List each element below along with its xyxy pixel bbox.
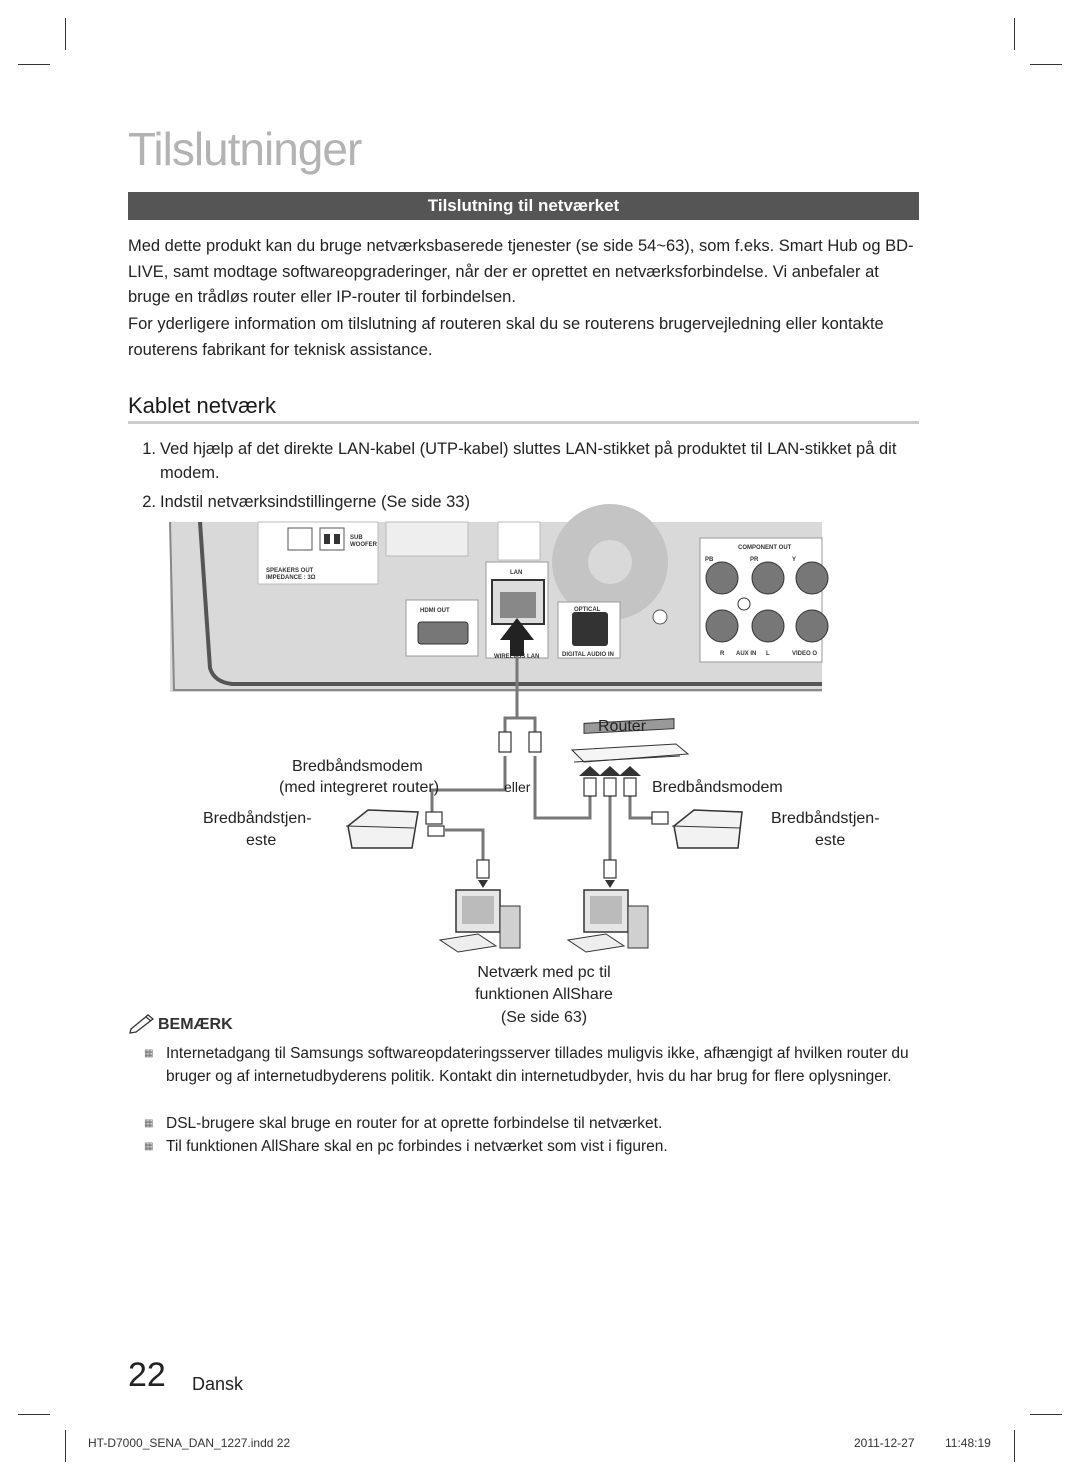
crop-mark bbox=[18, 1414, 50, 1415]
bullet-icon: ▦ bbox=[144, 1118, 154, 1129]
modem-right bbox=[671, 809, 743, 849]
cable-arrows bbox=[478, 766, 641, 888]
panel-label-l: L bbox=[766, 651, 770, 657]
broadband-label-right: este bbox=[815, 832, 846, 849]
panel-label-sub: SUB bbox=[350, 535, 363, 541]
crop-mark bbox=[65, 18, 66, 50]
panel-label-digital-audio-in: DIGITAL AUDIO IN bbox=[562, 652, 614, 658]
panel-label-r: R bbox=[720, 651, 725, 657]
pc-left bbox=[438, 889, 521, 953]
step-text: Ved hjælp af det direkte LAN-kabel (UTP-… bbox=[160, 440, 897, 482]
or-label: eller bbox=[504, 779, 531, 795]
crop-mark bbox=[18, 64, 50, 65]
pencil-icon bbox=[129, 1014, 155, 1034]
broadband-label-left: Bredbåndstjen- bbox=[203, 810, 312, 827]
step-text: Indstil netværksindstillingerne (Se side… bbox=[160, 493, 470, 511]
note-text: Til funktionen AllShare skal en pc forbi… bbox=[166, 1138, 668, 1155]
page-title: Tilslutninger bbox=[128, 123, 362, 175]
step-number: 2. bbox=[142, 493, 156, 511]
modem-left bbox=[345, 809, 419, 849]
panel-label-speakers-out: SPEAKERS OUT bbox=[266, 568, 314, 574]
page-number: 22 bbox=[128, 1356, 166, 1394]
crop-mark bbox=[1014, 1430, 1015, 1462]
note-text: DSL-brugere skal bruge en router for at … bbox=[166, 1115, 663, 1132]
broadband-label-right: Bredbåndstjen- bbox=[771, 810, 880, 827]
footer-time: 11:48:19 bbox=[945, 1436, 991, 1450]
note-item: ▦ DSL-brugere skal bruge en router for a… bbox=[144, 1112, 920, 1135]
section-title: Tilslutning til netværket bbox=[128, 192, 919, 220]
panel-label-pb: PB bbox=[705, 557, 714, 563]
panel-label-pr: PR bbox=[750, 557, 759, 563]
note-text: Internetadgang til Samsungs softwareopda… bbox=[166, 1045, 909, 1085]
modem-router-label: (med integreret router) bbox=[279, 779, 440, 796]
panel-label-lan: LAN bbox=[510, 570, 522, 576]
pc-caption: funktionen AllShare bbox=[475, 986, 613, 1003]
step-number: 1. bbox=[142, 440, 156, 458]
panel-label-woofer: WOOFER bbox=[350, 542, 378, 548]
crop-mark bbox=[65, 1430, 66, 1462]
crop-mark bbox=[1030, 1414, 1062, 1415]
pc-caption: Netværk med pc til bbox=[477, 964, 611, 981]
note-label: BEMÆRK bbox=[158, 1016, 233, 1033]
panel-label-hdmi-out: HDMI OUT bbox=[420, 608, 450, 614]
step-item: 2. Indstil netværksindstillingerne (Se s… bbox=[128, 490, 920, 514]
panel-label-y: Y bbox=[792, 557, 796, 563]
subsection-title: Kablet netværk bbox=[128, 393, 276, 418]
network-cables bbox=[430, 656, 658, 860]
cable-connectors bbox=[425, 731, 669, 879]
crop-mark bbox=[1030, 64, 1062, 65]
panel-label-video-out: VIDEO O bbox=[792, 651, 817, 657]
page-language: Dansk bbox=[192, 1374, 244, 1394]
bullet-icon: ▦ bbox=[144, 1141, 154, 1152]
modem-label: Bredbåndsmodem bbox=[652, 779, 783, 796]
router-device bbox=[570, 718, 690, 763]
footer-filename: HT-D7000_SENA_DAN_1227.indd 22 bbox=[88, 1436, 291, 1450]
device-back-panel bbox=[169, 504, 829, 692]
intro-paragraph: For yderligere information om tilslutnin… bbox=[128, 315, 884, 359]
note-item: ▦ Internetadgang til Samsungs softwareop… bbox=[144, 1042, 920, 1111]
pc-right bbox=[566, 889, 649, 953]
note-item: ▦ Til funktionen AllShare skal en pc for… bbox=[144, 1135, 920, 1158]
crop-mark bbox=[1014, 18, 1015, 50]
step-item: 1. Ved hjælp af det direkte LAN-kabel (U… bbox=[128, 437, 920, 485]
intro-paragraph: Med dette produkt kan du bruge netværksb… bbox=[128, 237, 914, 306]
bullet-icon: ▦ bbox=[144, 1048, 154, 1059]
subsection-rule bbox=[128, 421, 919, 424]
pc-caption: (Se side 63) bbox=[500, 1009, 588, 1026]
modem-router-label: Bredbåndsmodem bbox=[292, 758, 423, 775]
panel-label-optical: OPTICAL bbox=[574, 607, 601, 613]
router-label: Router bbox=[598, 718, 647, 735]
panel-label-component-out: COMPONENT OUT bbox=[738, 545, 792, 551]
panel-label-impedance: IMPEDANCE : 3Ω bbox=[266, 575, 316, 581]
panel-label-aux-in: AUX IN bbox=[736, 651, 756, 657]
footer-date: 2011-12-27 bbox=[854, 1436, 915, 1450]
lan-arrow bbox=[500, 618, 534, 656]
broadband-label-left: este bbox=[246, 832, 277, 849]
